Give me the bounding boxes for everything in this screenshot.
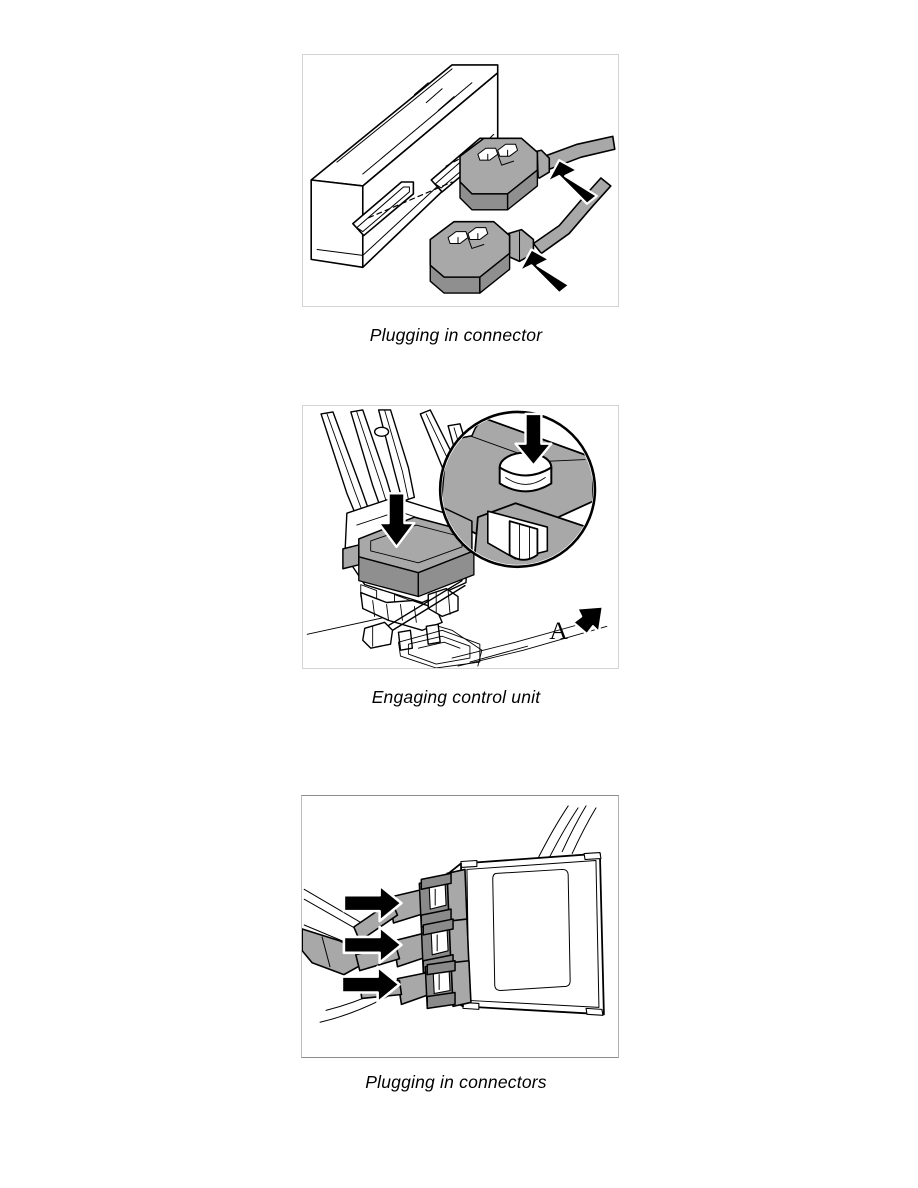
figure-1-illustration: .ln { fill:none; stroke:#000; stroke-wid… [310, 64, 616, 295]
figure-1-caption: Plugging in connector [369, 325, 543, 345]
figure-3-illustration: .f3ln { fill:none; stroke:#000; stroke-w… [302, 805, 605, 1023]
figure-2-illustration: .f2ln { fill:none; stroke:#000; stroke-w… [306, 409, 608, 668]
figure-3-frame: .f3ln { fill:none; stroke:#000; stroke-w… [301, 795, 619, 1058]
push-arrow-2 [342, 925, 403, 965]
press-down-arrow [377, 492, 416, 549]
detail-press-arrow [514, 412, 553, 467]
push-arrow-1 [342, 884, 403, 923]
insertion-arrow-1 [546, 159, 599, 205]
figure-2-frame: .f2ln { fill:none; stroke:#000; stroke-w… [302, 405, 619, 669]
push-arrow-3 [340, 965, 401, 1004]
figure-2-caption: Engaging control unit [371, 687, 541, 707]
view-direction-arrow [571, 605, 605, 636]
figure-3-caption: Plugging in connectors [365, 1072, 547, 1092]
detail-label-a: A [549, 616, 568, 645]
figure-1-frame: .ln { fill:none; stroke:#000; stroke-wid… [302, 54, 619, 307]
insertion-arrow-2 [518, 248, 571, 295]
detail-circle-callout [438, 410, 597, 569]
